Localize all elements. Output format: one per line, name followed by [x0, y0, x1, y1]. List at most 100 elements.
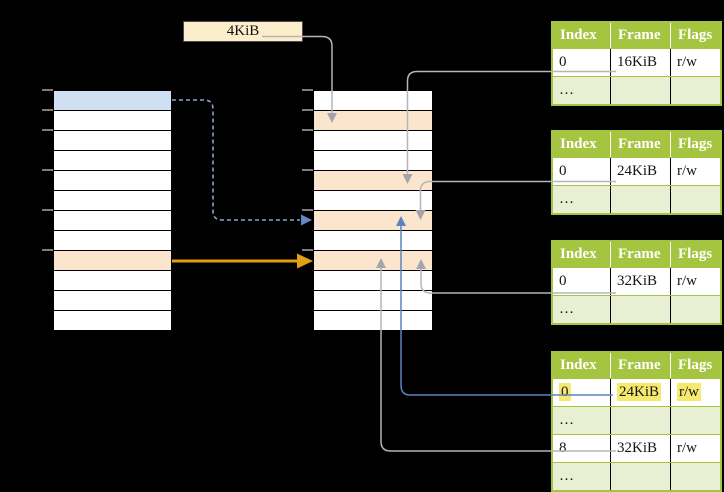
header-index: Index: [560, 136, 597, 152]
frame-row-16kib: [314, 171, 432, 191]
memory-row: [314, 91, 432, 111]
flags-cell: [670, 77, 720, 104]
memory-row: [54, 131, 171, 151]
index-cell: …: [559, 82, 574, 98]
flags-cell: [670, 463, 720, 490]
address-tick: [42, 209, 53, 211]
table-row: 0 32KiB r/w: [553, 267, 720, 295]
address-tick: [42, 89, 53, 91]
memory-row: [314, 311, 432, 330]
table-row-ellipsis: …: [553, 295, 720, 323]
memory-row: [54, 191, 171, 211]
header-frame: Frame: [610, 353, 670, 378]
address-tick: [302, 129, 313, 131]
memory-row: [54, 291, 171, 311]
address-tick: [42, 169, 53, 171]
header-frame: Frame: [610, 23, 670, 48]
flags-cell: [670, 186, 720, 213]
arrow-virtual-page-to-frame-24kib-dashed: [172, 99, 312, 226]
memory-row: [54, 231, 171, 251]
frame-cell: [610, 463, 670, 490]
virtual-memory-column: [53, 90, 172, 331]
paging-diagram-canvas: { "size_label": "4KiB", "memory_columns"…: [42, 21, 722, 492]
highlighted-value: 0: [559, 383, 571, 401]
memory-row: [54, 311, 171, 330]
header-flags: Flags: [670, 353, 720, 378]
address-tick: [302, 209, 313, 211]
frame-cell: 24KiB: [610, 158, 670, 185]
frame-cell: 16KiB: [610, 49, 670, 76]
frame-cell: 32KiB: [610, 268, 670, 295]
memory-row: [314, 291, 432, 311]
header-frame: Frame: [610, 242, 670, 267]
flags-cell: r/w: [670, 49, 720, 76]
flags-cell: r/w: [670, 379, 720, 406]
table-row: 8 32KiB r/w: [553, 434, 720, 462]
memory-row: [314, 231, 432, 251]
memory-row: [314, 131, 432, 151]
index-cell: …: [559, 191, 574, 207]
address-tick: [42, 249, 53, 251]
virtual-page-row-mapped-orange: [54, 251, 171, 271]
arrow-virtual-page-to-frame-32kib: [172, 253, 313, 269]
memory-row: [314, 271, 432, 291]
memory-row: [54, 211, 171, 231]
frame-row-32kib: [314, 251, 432, 271]
table-row: 0 16KiB r/w: [553, 48, 720, 76]
table-row-highlighted: 0 24KiB r/w: [553, 378, 720, 406]
frame-row-24kib: [314, 211, 432, 231]
flags-cell: r/w: [670, 268, 720, 295]
highlighted-value: r/w: [677, 383, 701, 401]
table-header-row: Index Frame Flags: [553, 23, 720, 48]
table-header-row: Index Frame Flags: [553, 132, 720, 157]
highlighted-value: 24KiB: [617, 383, 662, 401]
address-tick: [42, 129, 53, 131]
frame-cell: [610, 407, 670, 434]
address-tick: [302, 89, 313, 91]
index-cell: 0: [559, 163, 567, 179]
header-flags: Flags: [670, 242, 720, 267]
header-flags: Flags: [670, 23, 720, 48]
index-cell: 8: [559, 440, 567, 456]
index-cell: …: [559, 301, 574, 317]
index-cell: …: [559, 412, 574, 428]
flags-cell: [670, 296, 720, 323]
table-row-ellipsis: …: [553, 76, 720, 104]
memory-row: [314, 151, 432, 171]
header-flags: Flags: [670, 132, 720, 157]
address-tick: [302, 249, 313, 251]
table-header-row: Index Frame Flags: [553, 353, 720, 378]
table-row: 0 24KiB r/w: [553, 157, 720, 185]
frame-row-4kib: [314, 111, 432, 131]
flags-cell: r/w: [670, 158, 720, 185]
index-cell: 0: [559, 54, 567, 70]
frame-cell: [610, 77, 670, 104]
frame-cell: [610, 186, 670, 213]
page-size-label: 4KiB: [183, 21, 303, 42]
physical-memory-column: [313, 90, 433, 331]
memory-row: [54, 171, 171, 191]
frame-cell: 32KiB: [610, 435, 670, 462]
table-header-row: Index Frame Flags: [553, 242, 720, 267]
memory-row: [54, 271, 171, 291]
memory-row: [54, 151, 171, 171]
page-table-2: Index Frame Flags 0 24KiB r/w …: [551, 130, 722, 215]
header-index: Index: [560, 27, 597, 43]
frame-cell: [610, 296, 670, 323]
header-index: Index: [560, 357, 597, 373]
index-cell: 0: [559, 273, 567, 289]
flags-cell: r/w: [670, 435, 720, 462]
address-tick: [302, 169, 313, 171]
memory-row: [54, 111, 171, 131]
index-cell: 0: [553, 379, 610, 406]
table-row-ellipsis: …: [553, 406, 720, 434]
header-frame: Frame: [610, 132, 670, 157]
address-tick: [42, 109, 53, 111]
virtual-page-row-mapped-blue: [54, 91, 171, 111]
page-table-3: Index Frame Flags 0 32KiB r/w …: [551, 240, 722, 325]
frame-cell: 24KiB: [610, 379, 670, 406]
table-row-ellipsis: …: [553, 185, 720, 213]
page-table-1: Index Frame Flags 0 16KiB r/w …: [551, 21, 722, 106]
address-tick: [302, 109, 313, 111]
index-cell: …: [559, 468, 574, 484]
